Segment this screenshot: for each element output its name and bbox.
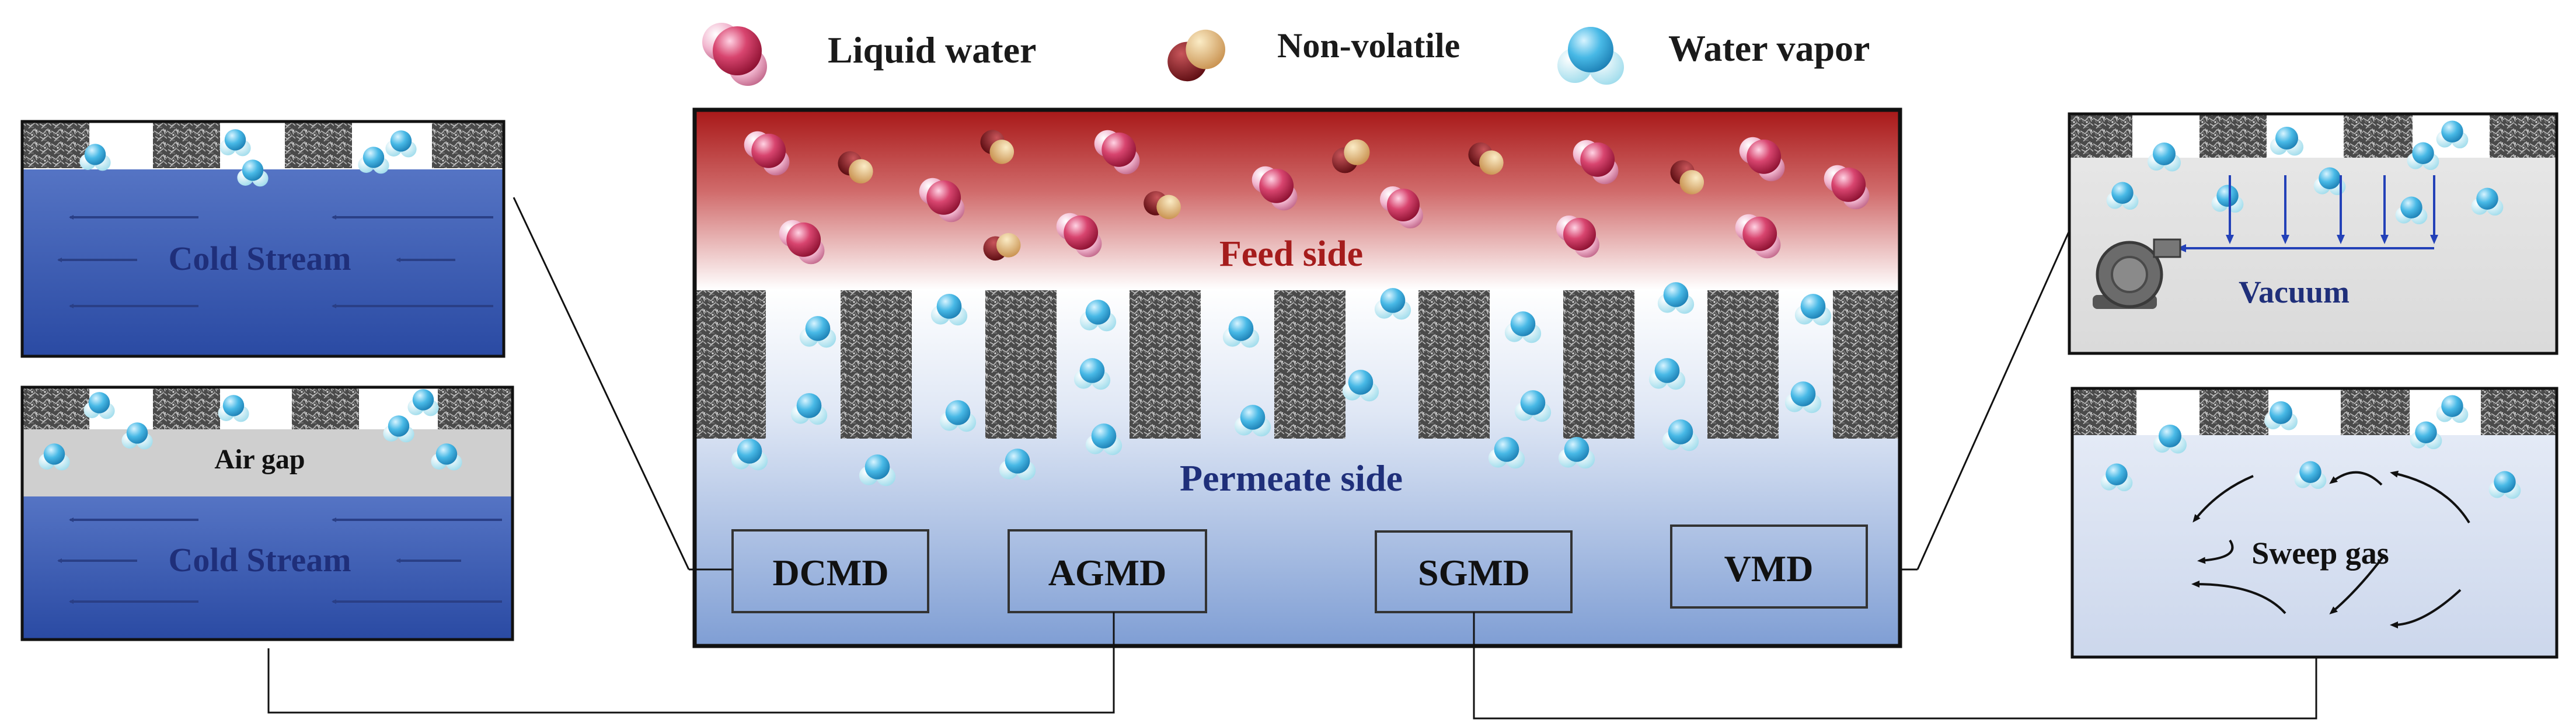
dcmd-box[interactable] bbox=[731, 529, 929, 613]
vmd-panel: Vacuum bbox=[2068, 112, 2558, 355]
agmd-box[interactable] bbox=[1008, 529, 1207, 613]
legend-non-volatile-label: Non-volatile bbox=[1277, 26, 1460, 65]
agmd-flow-arrows bbox=[57, 517, 502, 604]
dcmd-flow-arrows bbox=[57, 215, 493, 308]
legend-water-vapor-label: Water vapor bbox=[1668, 27, 1870, 69]
membrane-pores bbox=[695, 290, 1900, 439]
agmd-air-gap-label: Air gap bbox=[214, 444, 305, 475]
agmd-cold-stream-label: Cold Stream bbox=[168, 541, 351, 579]
agmd-pores bbox=[22, 388, 513, 429]
vmd-panel-border bbox=[2068, 112, 2558, 355]
dcmd-cold-stream-label: Cold Stream bbox=[168, 239, 351, 277]
sgmd-panel-border bbox=[2070, 387, 2558, 659]
dcmd-panel-border bbox=[20, 120, 506, 358]
agmd-label: AGMD bbox=[1048, 552, 1167, 593]
center-module-border bbox=[692, 107, 1902, 648]
legend-liquid-water-label: Liquid water bbox=[828, 29, 1036, 71]
vmd-box[interactable] bbox=[1670, 524, 1868, 609]
connector-lines bbox=[267, 197, 2317, 720]
dcmd-cold-stream-region bbox=[22, 169, 504, 356]
config-boxes: DCMD AGMD SGMD VMD bbox=[731, 524, 1868, 613]
sgmd-label: SGMD bbox=[1418, 552, 1530, 593]
liquid-water-icon bbox=[702, 23, 767, 86]
agmd-air-gap bbox=[22, 429, 513, 496]
center-module: Feed side Permeate side DCMD AGMD SGMD V… bbox=[692, 107, 1902, 648]
sgmd-pores bbox=[2072, 390, 2557, 435]
sgmd-sweep-gas-label: Sweep gas bbox=[2251, 536, 2389, 571]
vacuum-pump-icon bbox=[2093, 238, 2181, 309]
vmd-pores bbox=[2069, 115, 2557, 158]
water-vapor-icon bbox=[1557, 27, 1624, 85]
legend: Liquid water Non-volatile Water vapor bbox=[702, 23, 1870, 86]
agmd-panel: Air gap Cold Stream bbox=[20, 385, 514, 641]
vmd-suction-arrows bbox=[2177, 175, 2438, 252]
non-volatile-icon bbox=[1167, 29, 1225, 82]
sgmd-panel: Sweep gas bbox=[2070, 387, 2558, 659]
feed-side-label: Feed side bbox=[1219, 234, 1363, 274]
agmd-panel-border bbox=[20, 385, 514, 641]
sgmd-flow-arrows bbox=[2191, 470, 2470, 628]
vmd-vacuum-label: Vacuum bbox=[2239, 275, 2350, 310]
feed-region bbox=[695, 110, 1900, 290]
dcmd-label: DCMD bbox=[772, 552, 888, 593]
permeate-side-label: Permeate side bbox=[1180, 457, 1403, 499]
dcmd-panel: Cold Stream bbox=[20, 120, 506, 358]
dcmd-pores bbox=[22, 123, 504, 168]
vmd-label: VMD bbox=[1724, 548, 1814, 589]
